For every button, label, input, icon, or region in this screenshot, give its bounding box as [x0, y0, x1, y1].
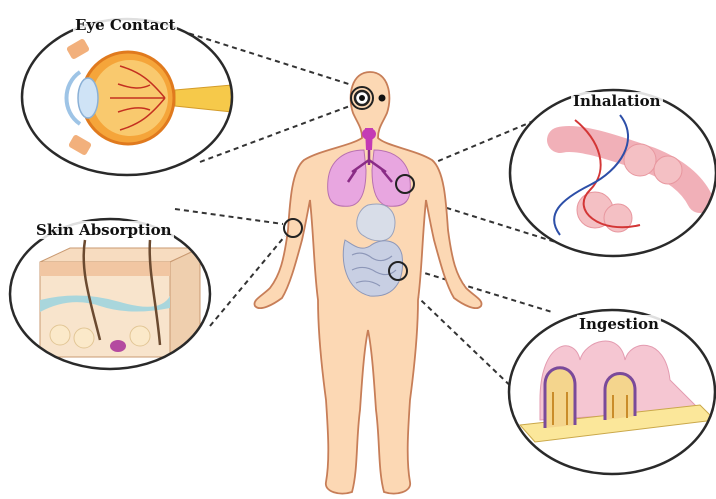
fat-cell-3 [130, 326, 150, 346]
eye-contact-panel [22, 19, 232, 175]
hair-follicle [110, 340, 126, 352]
stomach [357, 204, 395, 241]
head-eye-left-pupil [359, 95, 365, 101]
ingestion-panel [509, 310, 715, 474]
larynx [362, 128, 376, 140]
fat-cell-2 [74, 328, 94, 348]
alveolus-2 [654, 156, 682, 184]
villus-2 [605, 374, 635, 421]
human-body [254, 72, 481, 494]
alveolus [624, 144, 656, 176]
label-eye-contact: Eye Contact [73, 16, 177, 34]
connector-skin-top [175, 209, 283, 224]
head-eye-right [379, 95, 386, 102]
villus-1 [545, 368, 575, 428]
inhalation-panel [510, 90, 716, 256]
label-skin-absorption: Skin Absorption [34, 221, 174, 239]
label-inhalation: Inhalation [571, 92, 663, 110]
skin-block-side [170, 248, 200, 357]
fat-cell [50, 325, 70, 345]
label-ingestion: Ingestion [577, 315, 661, 333]
lens [78, 78, 98, 118]
skin-absorption-panel [10, 219, 210, 369]
